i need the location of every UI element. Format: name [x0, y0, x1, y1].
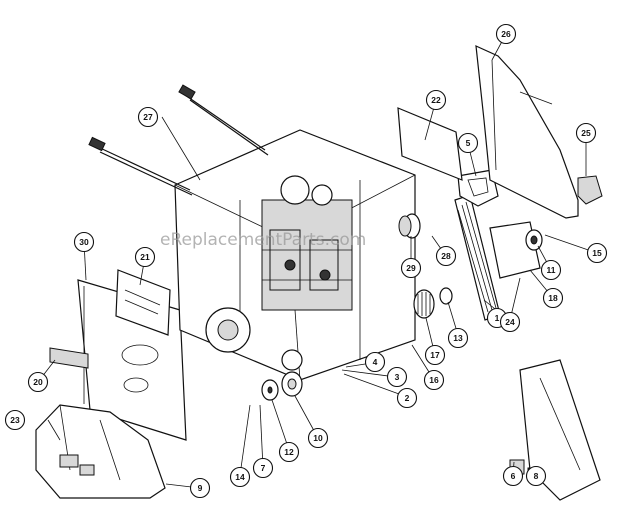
callout-8: 8	[525, 465, 547, 487]
callout-23: 23	[4, 409, 26, 431]
svg-text:26: 26	[501, 29, 511, 39]
callout-17: 17	[424, 344, 446, 366]
callout-12: 12	[278, 441, 300, 463]
pulley-12	[261, 379, 279, 401]
callout-11: 11	[540, 259, 562, 281]
callout-26: 26	[495, 23, 517, 45]
bracket-25	[577, 175, 603, 205]
svg-text:22: 22	[431, 95, 441, 105]
callout-29: 29	[400, 257, 422, 279]
callout-6: 6	[502, 465, 524, 487]
svg-text:21: 21	[140, 252, 150, 262]
belt-guard-clip	[457, 169, 499, 207]
callout-2: 2	[396, 387, 418, 409]
svg-text:23: 23	[10, 415, 20, 425]
svg-text:13: 13	[453, 333, 463, 343]
callout-22: 22	[425, 89, 447, 111]
svg-text:8: 8	[534, 471, 539, 481]
svg-text:28: 28	[441, 251, 451, 261]
engine-assembly	[261, 175, 353, 311]
decal-21	[115, 269, 171, 336]
callout-4: 4	[364, 351, 386, 373]
pulley-17	[413, 289, 435, 319]
svg-text:25: 25	[581, 128, 591, 138]
callout-16: 16	[423, 369, 445, 391]
svg-text:30: 30	[79, 237, 89, 247]
blade-guard	[35, 404, 166, 499]
callout-3: 3	[386, 366, 408, 388]
svg-text:16: 16	[429, 375, 439, 385]
callout-27: 27	[137, 106, 159, 128]
callout-7: 7	[252, 457, 274, 479]
callout-21: 21	[134, 246, 156, 268]
callout-25: 25	[575, 122, 597, 144]
svg-text:24: 24	[505, 317, 515, 327]
svg-text:4: 4	[373, 357, 378, 367]
watermark: eReplacementParts.com	[160, 230, 366, 250]
callout-13: 13	[447, 327, 469, 349]
callout-30: 30	[73, 231, 95, 253]
svg-text:14: 14	[235, 472, 245, 482]
pulley-11	[525, 229, 543, 251]
callout-5: 5	[457, 132, 479, 154]
svg-text:27: 27	[143, 112, 153, 122]
callout-10: 10	[307, 427, 329, 449]
callout-28: 28	[435, 245, 457, 267]
svg-text:29: 29	[406, 263, 416, 273]
rear-wheel	[281, 349, 303, 371]
svg-text:2: 2	[405, 393, 410, 403]
hub-13	[439, 287, 453, 305]
svg-text:9: 9	[198, 483, 203, 493]
callout-24: 24	[499, 311, 521, 333]
svg-text:7: 7	[261, 463, 266, 473]
right-side-panel	[475, 45, 579, 219]
front-wheel	[205, 307, 251, 353]
decal-20	[49, 347, 89, 369]
callout-9: 9	[189, 477, 211, 499]
handle-bars	[88, 84, 269, 196]
svg-text:12: 12	[284, 447, 294, 457]
svg-text:5: 5	[466, 138, 471, 148]
callout-20: 20	[27, 371, 49, 393]
pulley-10	[281, 371, 303, 397]
drive-belt	[454, 194, 501, 321]
callout-15: 15	[586, 242, 608, 264]
svg-text:17: 17	[430, 350, 440, 360]
inset-detail	[509, 359, 601, 501]
svg-text:11: 11	[547, 265, 556, 275]
svg-text:15: 15	[592, 248, 602, 258]
svg-text:6: 6	[511, 471, 516, 481]
svg-text:3: 3	[395, 372, 400, 382]
pulley-29	[398, 213, 421, 239]
svg-text:18: 18	[548, 293, 558, 303]
svg-text:20: 20	[33, 377, 43, 387]
belt-cover-panel	[397, 107, 463, 181]
callout-18: 18	[542, 287, 564, 309]
callout-14: 14	[229, 466, 251, 488]
svg-text:1: 1	[495, 313, 500, 323]
svg-text:10: 10	[313, 433, 323, 443]
